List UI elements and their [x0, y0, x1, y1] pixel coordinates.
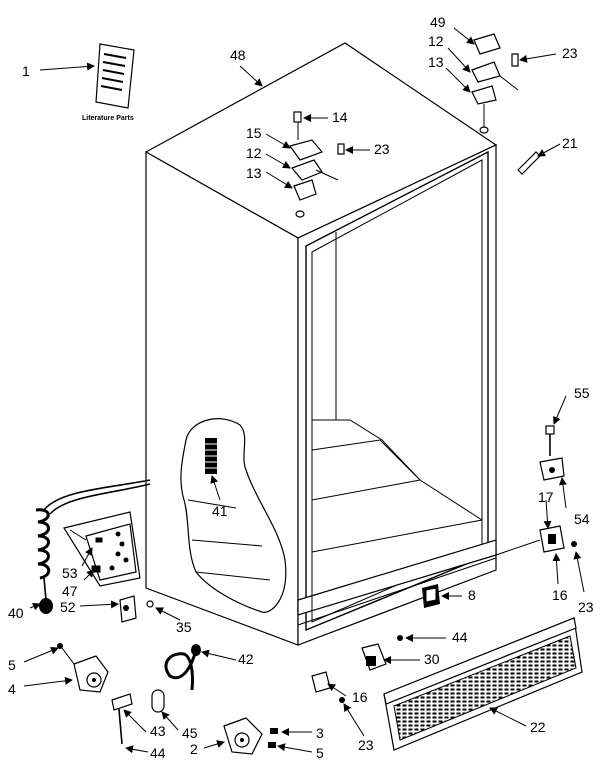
callout-2: 2 [190, 741, 198, 757]
right-bracket-assembly [495, 425, 577, 556]
callout-12-right: 12 [428, 33, 444, 49]
callout-4: 4 [8, 681, 16, 697]
callout-23-center: 23 [374, 141, 390, 157]
callout-44-right: 44 [452, 629, 468, 645]
callout-15: 15 [246, 125, 262, 141]
callout-23-right: 23 [578, 599, 594, 615]
callout-17: 17 [538, 489, 554, 505]
part-2-roller [223, 717, 278, 755]
refrigerator-cabinet [144, 42, 498, 646]
upper-hinge-right [471, 33, 519, 134]
callout-21: 21 [562, 135, 578, 151]
part-30-bracket [361, 635, 403, 671]
callout-12-center: 12 [246, 145, 262, 161]
callout-41: 41 [212, 503, 228, 519]
part-16-lower [311, 671, 345, 703]
callout-14: 14 [332, 109, 348, 125]
power-cord-assembly [35, 479, 151, 614]
callout-49: 49 [430, 14, 446, 30]
callout-1: 1 [22, 63, 30, 79]
callout-47: 47 [62, 583, 78, 599]
callout-42: 42 [238, 651, 254, 667]
callout-13-right: 13 [428, 54, 444, 70]
callout-8: 8 [468, 587, 476, 603]
callout-35: 35 [176, 619, 192, 635]
part-42-tube [164, 644, 201, 691]
callout-5-bottom: 5 [316, 745, 324, 761]
part-4-roller [57, 643, 109, 693]
callout-13-center: 13 [246, 165, 262, 181]
literature-booklet: Literature Parts [82, 43, 135, 122]
callout-30: 30 [424, 651, 440, 667]
callout-16-right: 16 [552, 587, 568, 603]
part-22-toe-grille [383, 617, 583, 751]
upper-hinge-center [289, 111, 345, 218]
callout-5-left: 5 [8, 657, 16, 673]
part-8-block [422, 584, 440, 608]
part-41-spring [205, 438, 217, 474]
callout-23-top-right: 23 [562, 45, 578, 61]
callout-3: 3 [316, 725, 324, 741]
part-45-clip [151, 689, 165, 713]
callout-16-lower: 16 [352, 689, 368, 705]
callout-53: 53 [62, 565, 78, 581]
callout-numbers: 1 48 49 12 13 23 14 15 12 23 13 21 55 41… [8, 14, 594, 761]
booklet-caption: Literature Parts [82, 115, 134, 122]
callout-48: 48 [230, 47, 246, 63]
leader-lines [23, 27, 585, 754]
callout-43: 43 [150, 723, 166, 739]
part-21-pin [517, 151, 541, 175]
part-52-bracket [119, 595, 154, 623]
callout-44-bottom: 44 [150, 745, 166, 761]
callout-54: 54 [574, 511, 590, 527]
callout-40: 40 [8, 605, 24, 621]
callout-23-bottom: 23 [358, 737, 374, 753]
callout-45: 45 [182, 725, 198, 741]
callout-22: 22 [530, 719, 546, 735]
part-43-screw [111, 693, 133, 745]
callout-52: 52 [60, 599, 76, 615]
callout-55: 55 [574, 385, 590, 401]
